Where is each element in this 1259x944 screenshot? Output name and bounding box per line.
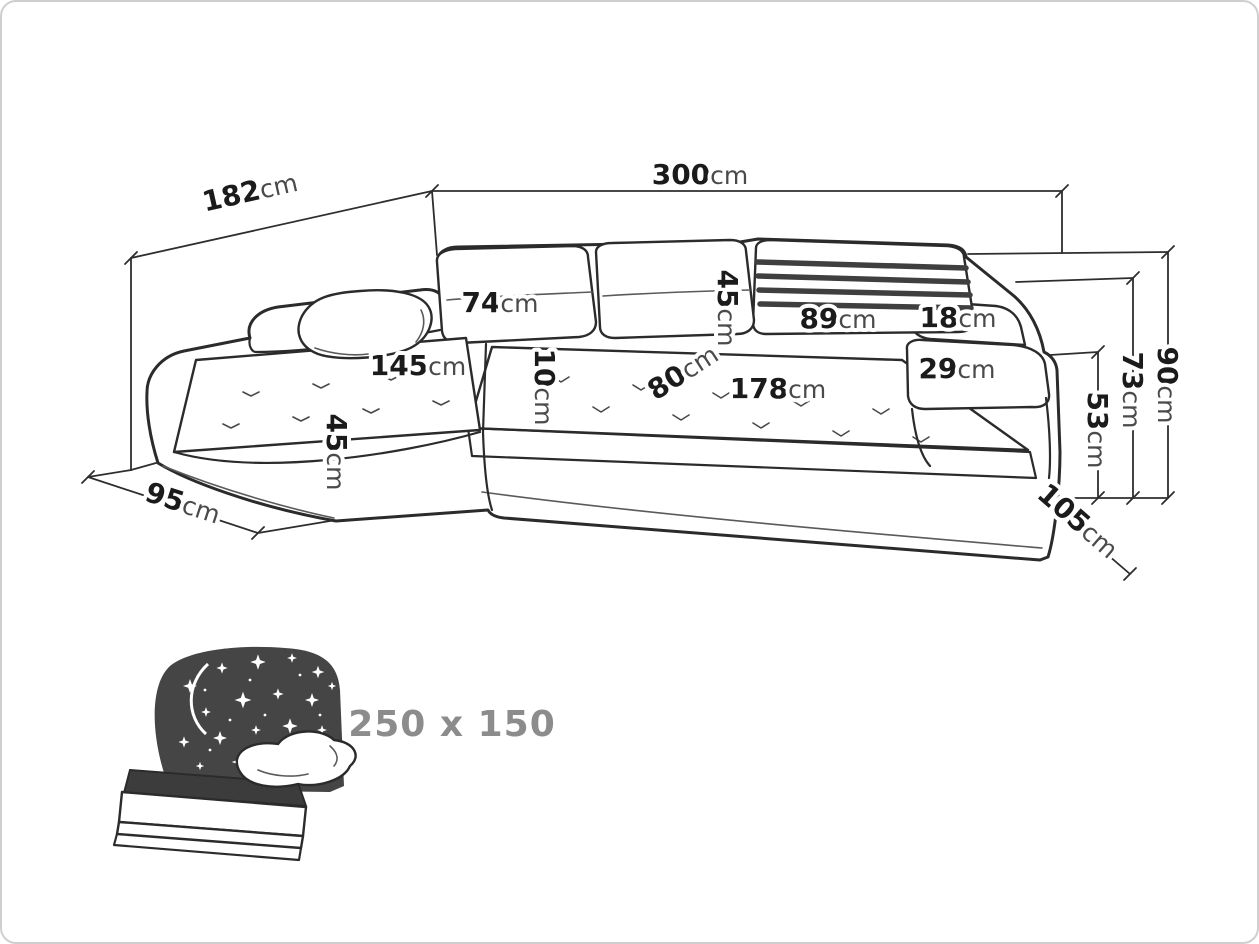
dim-backrest-top-depth: 18cm bbox=[919, 301, 996, 334]
dimension-wireframe bbox=[81, 184, 1175, 581]
pillow bbox=[297, 289, 433, 360]
dim-backrest-height: 73cm bbox=[1116, 351, 1149, 428]
dim-total-height: 90cm bbox=[1151, 346, 1184, 423]
dim-chaise-seat-length: 145cm bbox=[370, 349, 467, 382]
dim-armrest-height: 53cm bbox=[1081, 391, 1114, 468]
moon-arc bbox=[189, 662, 210, 736]
dim-headrest-width: 89cm bbox=[799, 302, 876, 335]
dim-total-width: 300cm bbox=[652, 158, 749, 191]
dim-front-seat-height: 45cm bbox=[320, 413, 353, 490]
chaise-tufting bbox=[222, 375, 450, 429]
dim-total-depth: 182cm bbox=[199, 165, 300, 218]
sleeping-area-label: 250 x 150 bbox=[348, 704, 556, 745]
dim-back-cushion-height-right: 45cm bbox=[711, 269, 744, 346]
dim-back-cushion-height-left: 74cm bbox=[461, 286, 538, 319]
seat-front-band bbox=[466, 426, 1038, 480]
dim-armrest-width: 29cm bbox=[918, 352, 995, 385]
headrest-stripes bbox=[754, 259, 974, 311]
corner-sofa-drawing bbox=[145, 237, 1062, 562]
main-seat-tufting bbox=[552, 376, 930, 443]
sleeping-size-icon bbox=[112, 646, 357, 862]
right-armrest bbox=[905, 338, 1051, 411]
dim-seat-cushion-thickness: 10cm bbox=[528, 348, 561, 425]
dim-seat-length: 178cm bbox=[730, 372, 827, 405]
back-cushion-middle bbox=[594, 238, 756, 340]
